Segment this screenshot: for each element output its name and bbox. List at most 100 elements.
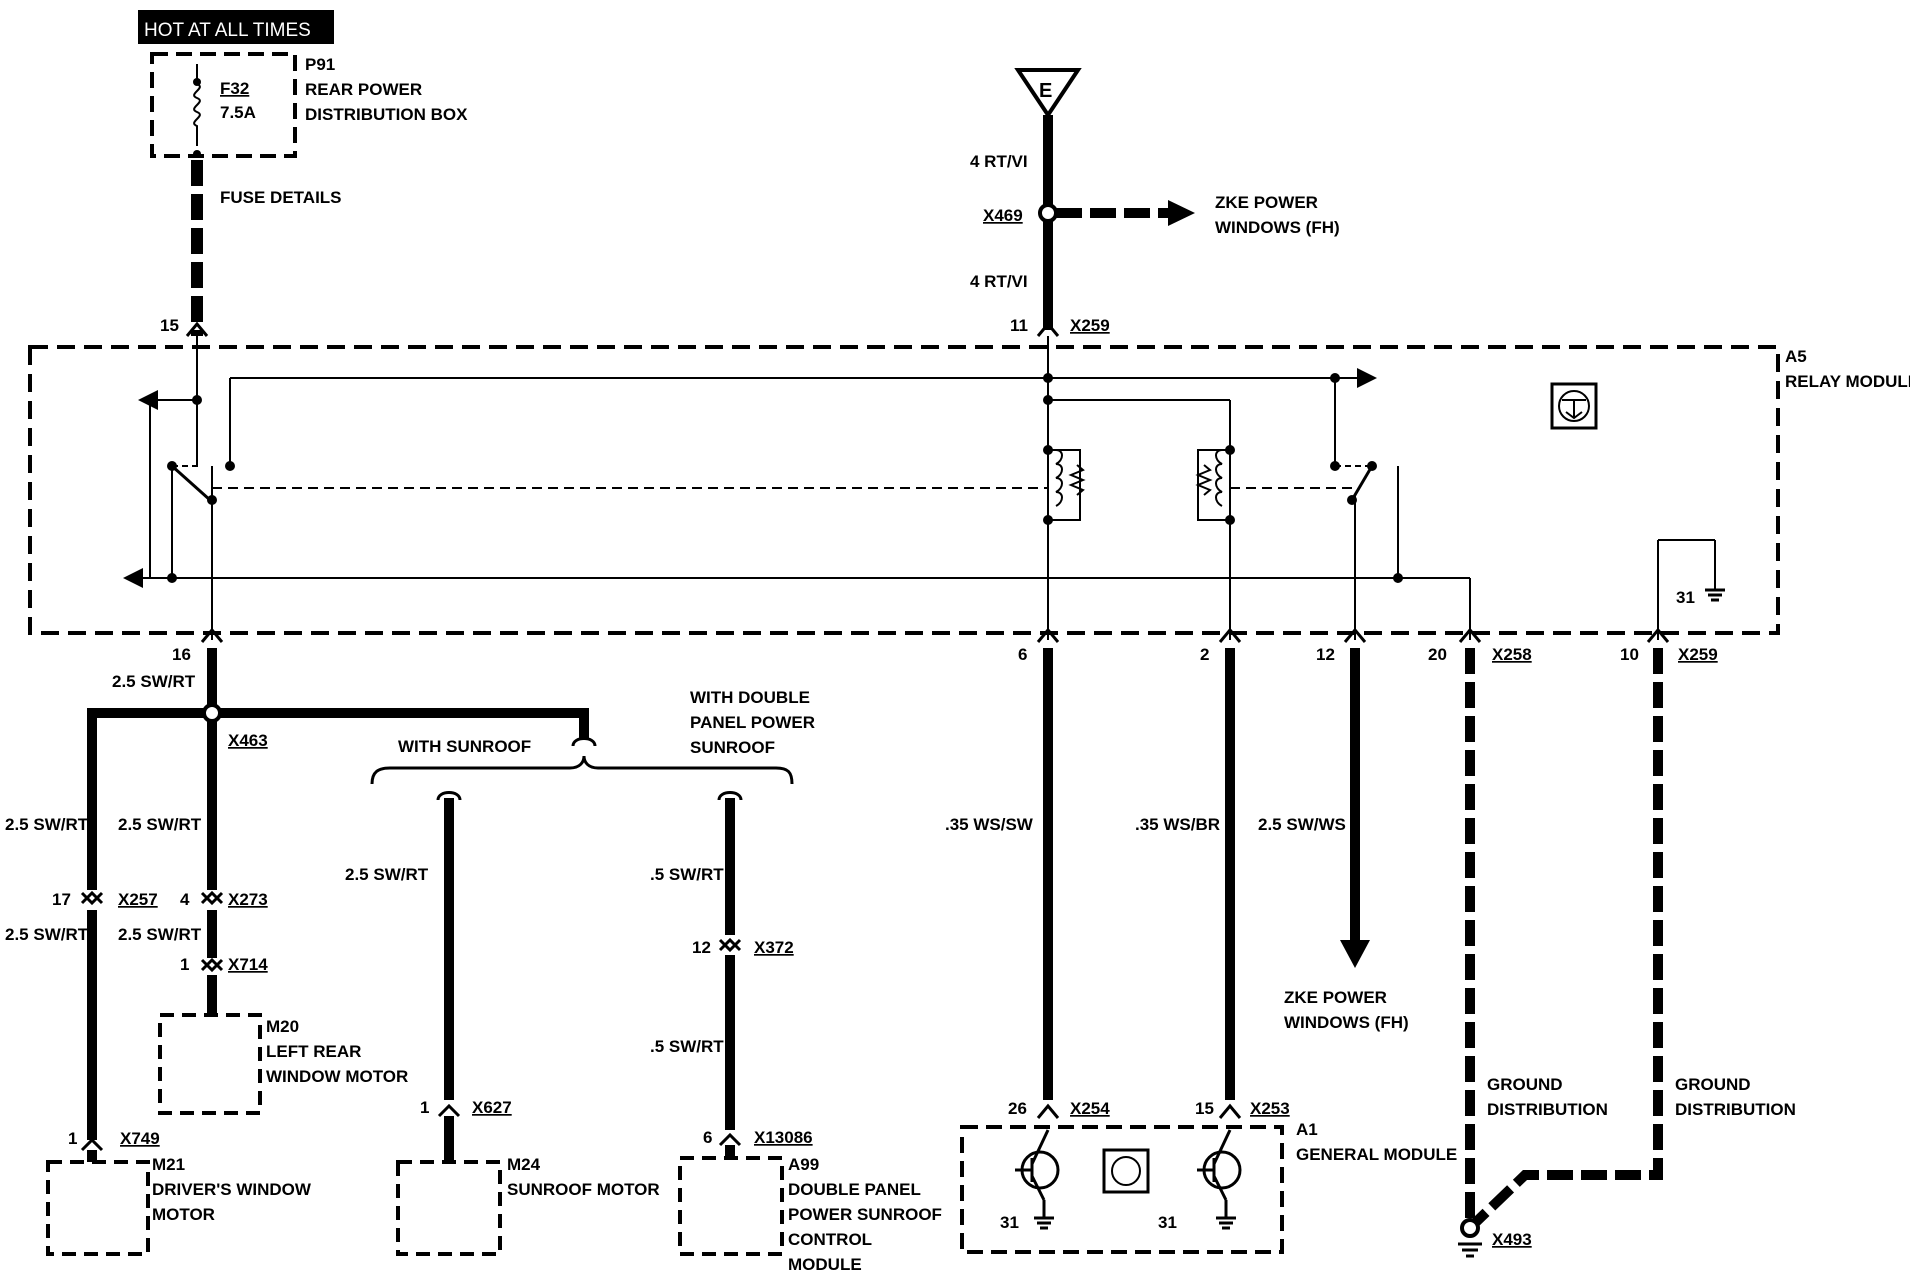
rear-power-distribution-box [150,52,297,158]
wire-mid-b-label: 2.5 SW/RT [118,925,202,944]
general-module-symbol-circle-icon [1111,1156,1141,1186]
fuse-f32-icon [193,64,201,146]
left-branch: 2.5 SW/RT X463 WITH SUNROOF WITH DOUBLE … [5,648,942,1274]
gm-transistor-left-icon [1015,1129,1060,1230]
x253-label: X253 [1250,1099,1290,1118]
with-double-line-2: PANEL POWER [690,713,815,732]
sunroof-option-connector-icon [571,737,597,747]
feed-e-symbol: E [1039,80,1052,102]
wire-left-b-label: 2.5 SW/RT [5,925,89,944]
m21-id: M21 [152,1155,185,1174]
gm-ground-a-label: 31 [1000,1213,1019,1232]
x749-connector-icon [80,1137,104,1152]
power-source: HOT AT ALL TIMES F32 7.5A P91 REAR POWER… [138,10,468,337]
feed-e-wire-label-top: 4 RT/VI [970,152,1028,171]
relay-module-name: RELAY MODULE [1785,372,1910,391]
relay-internal-wiring [130,336,1716,640]
dp-wire-a-label: .5 SW/RT [650,865,724,884]
pin-20-label: 20 [1428,645,1447,664]
x253-connector-icon [1218,1103,1242,1119]
p91-name-line-2: DISTRIBUTION BOX [305,105,468,124]
x627-connector-icon [437,1103,461,1118]
x13086-connector-icon [718,1132,742,1147]
zke-down-label-1: ZKE POWER [1284,988,1387,1007]
sunroof-wire-label: 2.5 SW/RT [345,865,429,884]
pin-12-label: 12 [1316,645,1335,664]
general-module-symbol-icon [1102,1148,1150,1194]
zke-branch-label-2: WINDOWS (FH) [1215,218,1340,237]
x258-label: X258 [1492,645,1532,664]
x259-bottom-label: X259 [1678,645,1718,664]
with-double-line-3: SUNROOF [690,738,775,757]
relay-internal-ground-icon [1705,588,1725,602]
relay-module-id: A5 [1785,347,1807,366]
pin-16-label: 16 [172,645,191,664]
x254-connector-icon [1036,1103,1060,1119]
x257-pin-label: 17 [52,890,71,909]
a99-id: A99 [788,1155,819,1174]
pin-10-connector-icon [1646,627,1670,643]
m24-box [396,1160,502,1256]
zke-branch-label-1: ZKE POWER [1215,193,1318,212]
x627-label: X627 [472,1098,512,1117]
a99-name-line-4: MODULE [788,1255,862,1274]
relay-junction-dots [167,373,1403,583]
relay-internal-ground-label: 31 [1676,588,1695,607]
pin-15-connector-icon [185,321,209,337]
zke-down-label-2: WINDOWS (FH) [1284,1013,1409,1032]
x257-label: X257 [118,890,158,909]
a99-name-line-1: DOUBLE PANEL [788,1180,921,1199]
wire-2-label: .35 WS/BR [1135,815,1220,834]
x714-pin-label: 1 [180,955,189,974]
x257-connector-icon [80,890,104,906]
wire-left-a-label: 2.5 SW/RT [5,815,89,834]
wire-to-sunroof-options [220,708,589,740]
feed-e: E 4 RT/VI X469 ZKE POWER WINDOWS (FH) 4 … [970,68,1340,337]
ground-point-x493-icon [1460,1218,1480,1238]
wire-mid-a-label: 2.5 SW/RT [118,815,202,834]
pin-6-label: 6 [1018,645,1027,664]
ground-dist-1-line-2: DISTRIBUTION [1487,1100,1608,1119]
general-module-id: A1 [1296,1120,1318,1139]
m24-id: M24 [507,1155,541,1174]
x749-label: X749 [120,1129,160,1148]
m21-box [46,1160,150,1256]
pin-2-connector-icon [1218,627,1242,643]
x273-connector-icon [200,890,224,906]
right-relay-contact-icon [1350,465,1374,501]
zke-branch-arrow-icon [1168,200,1195,226]
general-module-box [960,1125,1284,1254]
pin-10-label: 10 [1620,645,1639,664]
relay-module-symbol-icon [1550,382,1598,430]
x714-label: X714 [228,955,268,974]
splice-x469-icon [1038,203,1058,223]
m21-name-line-1: DRIVER'S WINDOW [152,1180,312,1199]
a99-box [678,1156,784,1256]
x273-pin-label: 4 [180,890,190,909]
double-panel-option-top-icon [717,791,743,801]
pin-11-label: 11 [1010,316,1028,335]
fuse-terminal-bottom [193,150,201,158]
relay-module-symbol-circle-icon [1558,390,1590,422]
splice-x463-label: X463 [228,731,268,750]
ground-dist-2-line-1: GROUND [1675,1075,1751,1094]
relay-module-outline [28,345,1780,635]
fuse-rating: 7.5A [220,103,256,122]
x627-pin-label: 1 [420,1098,429,1117]
x372-label: X372 [754,938,794,957]
fuse-id: F32 [220,79,249,98]
a99-name-line-3: CONTROL [788,1230,872,1249]
wire-6-label: .35 WS/SW [945,815,1034,834]
general-module-name: GENERAL MODULE [1296,1145,1457,1164]
fuse-details-label: FUSE DETAILS [220,188,342,207]
a99-name-line-2: POWER SUNROOF [788,1205,942,1224]
m24-name: SUNROOF MOTOR [507,1180,660,1199]
feed-e-triangle-icon [1014,68,1082,119]
m20-name-line-2: WINDOW MOTOR [266,1067,408,1086]
m20-id: M20 [266,1017,299,1036]
with-double-line-1: WITH DOUBLE [690,688,810,707]
ground-wire-pin10 [1472,648,1663,1226]
m21-name-line-2: MOTOR [152,1205,215,1224]
hot-at-all-times-label: HOT AT ALL TIMES [144,20,311,41]
x254-pin-label: 26 [1008,1099,1027,1118]
